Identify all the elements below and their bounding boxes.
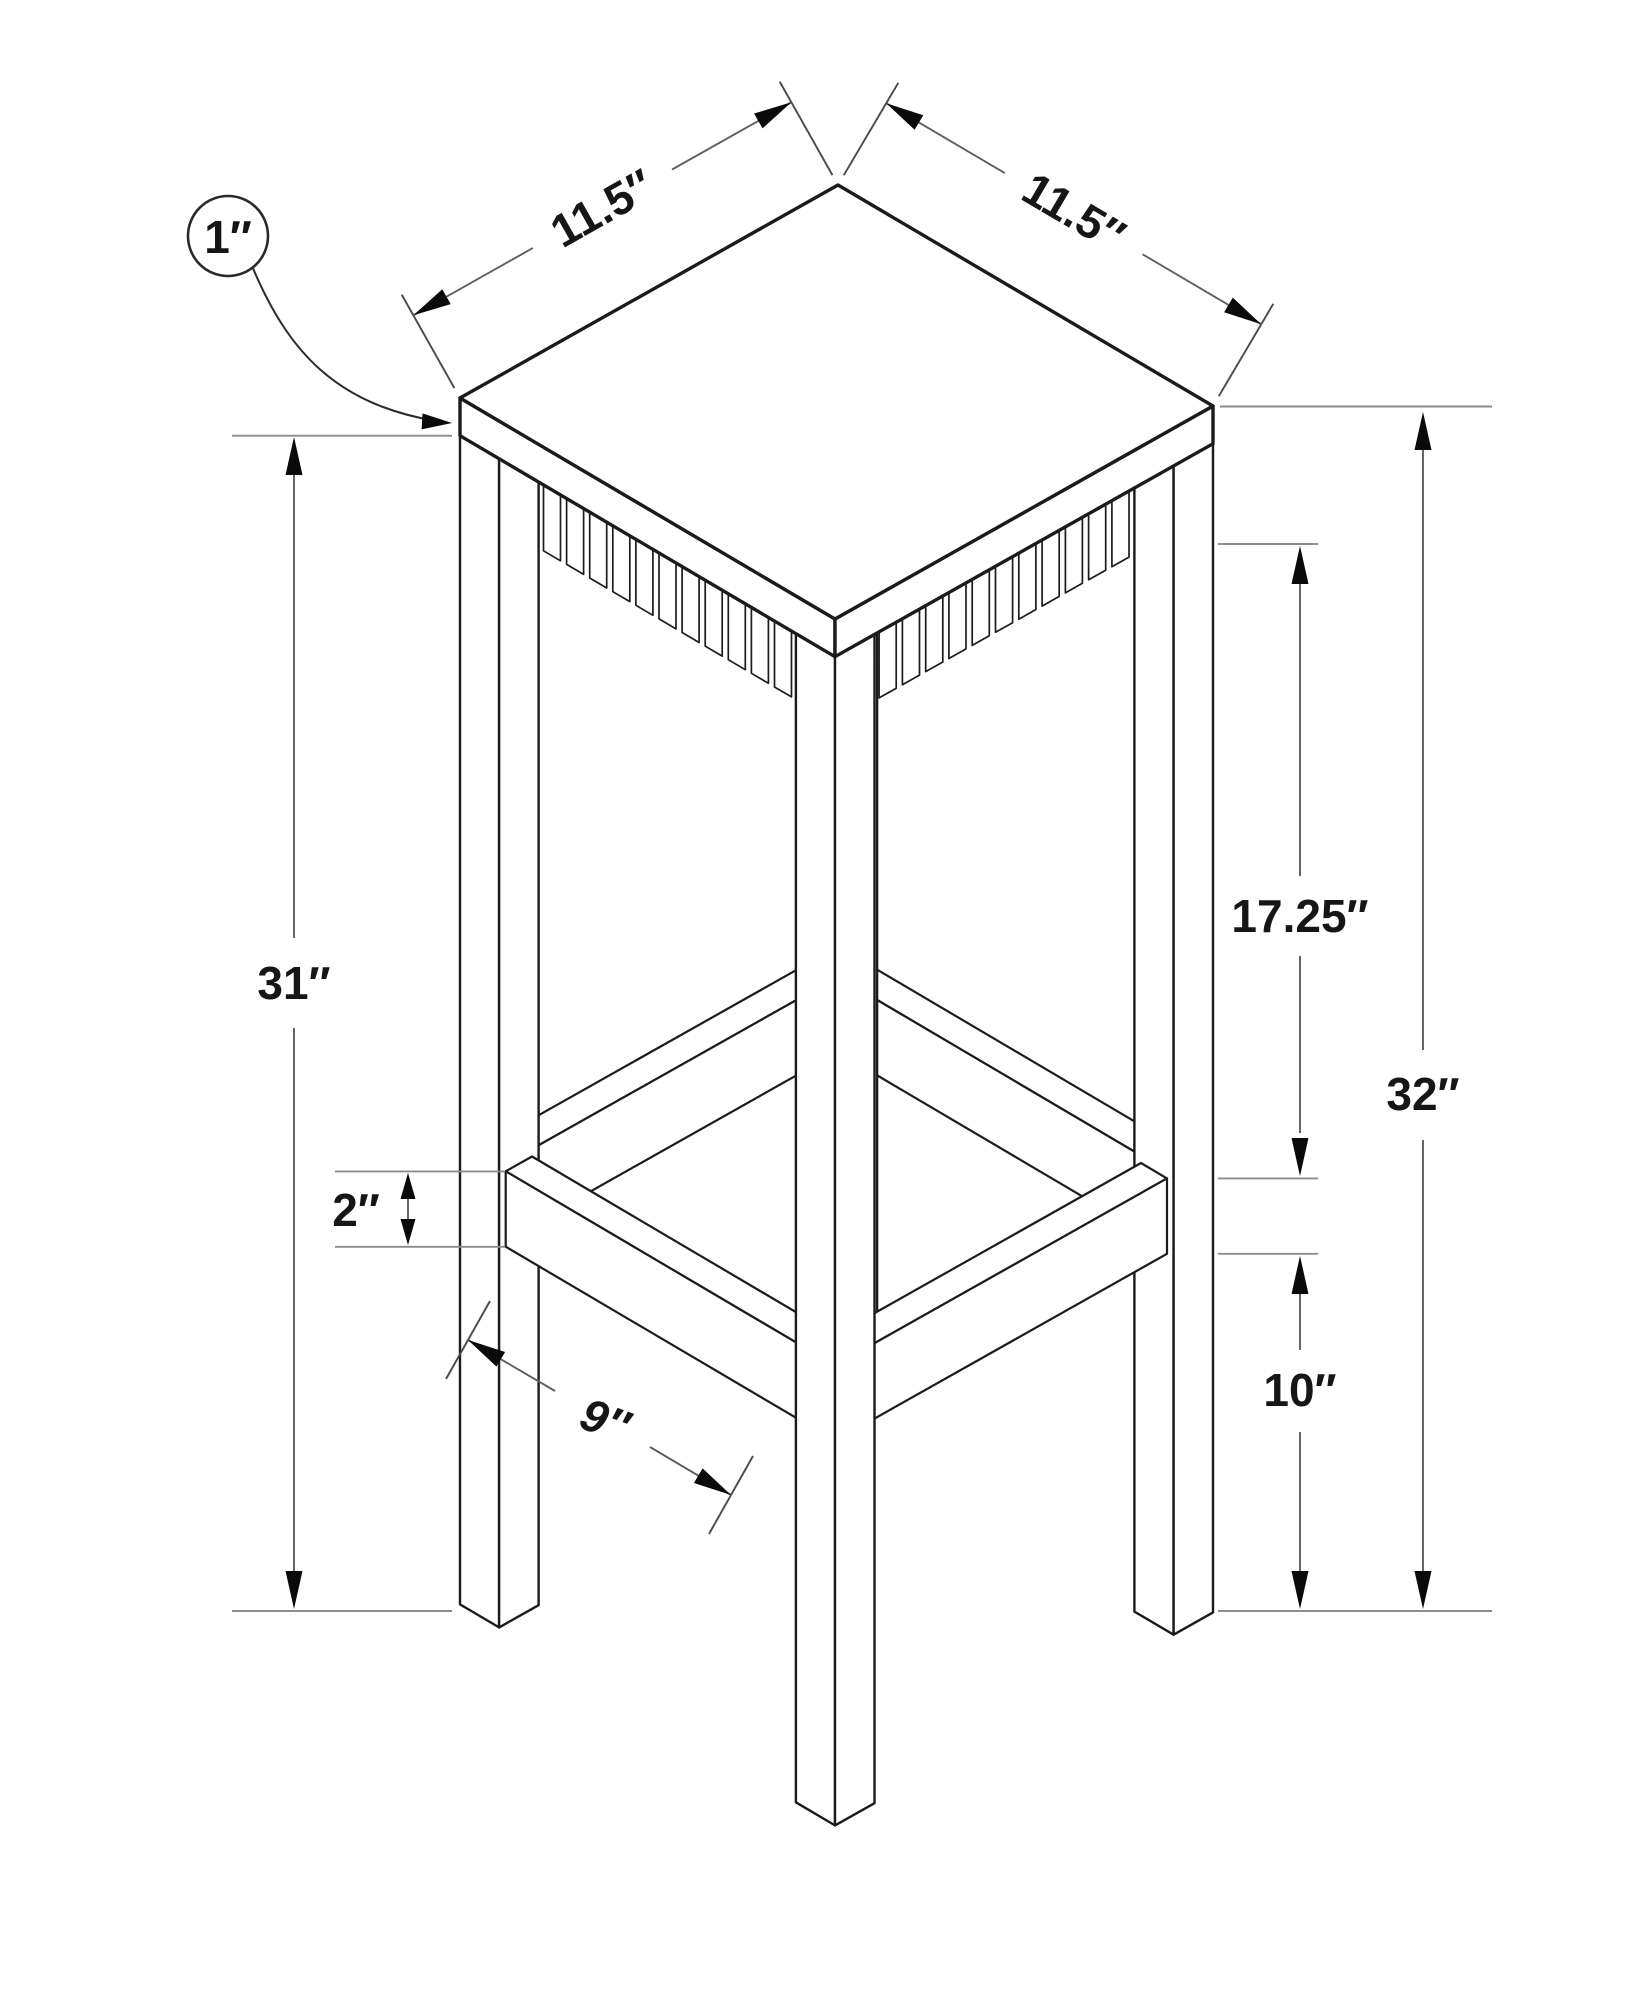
callout-circle xyxy=(186,194,270,278)
dim-1725: 17.25″ xyxy=(1218,543,1369,1180)
side-legs xyxy=(458,434,1215,1636)
dim-31-label: 31″ xyxy=(257,957,330,1009)
dim-32: 32″ xyxy=(1218,405,1492,1612)
dim-31: 31″ xyxy=(232,434,452,1612)
arrowhead xyxy=(1414,1571,1432,1609)
dim-top-right-label: 11.5″ xyxy=(1014,162,1134,262)
arrowhead xyxy=(1291,546,1309,584)
arrowhead xyxy=(413,289,451,316)
front-leg-face-right xyxy=(833,633,876,1827)
left-leg-face-inner xyxy=(497,435,540,1629)
stool-drawing xyxy=(458,183,1215,1827)
arrowhead xyxy=(1414,412,1432,450)
dim-2: 2″ xyxy=(332,1170,505,1248)
arrowhead xyxy=(468,1340,506,1367)
dim-10-label: 10″ xyxy=(1263,1364,1336,1416)
dim-10: 10″ xyxy=(1218,1252,1337,1609)
front-leg xyxy=(794,632,876,1827)
stretcher-far-rails xyxy=(504,964,1169,1232)
right-leg-face-outer xyxy=(1172,442,1215,1636)
extension-line xyxy=(778,81,834,176)
dim-1725-label: 17.25″ xyxy=(1231,890,1368,942)
extension-line xyxy=(400,294,456,389)
dim-32-label: 32″ xyxy=(1386,1068,1459,1120)
arrowhead xyxy=(285,1571,303,1609)
leader-curve xyxy=(251,265,437,422)
arrowhead xyxy=(400,1219,416,1245)
arrowhead xyxy=(400,1173,416,1199)
arrowhead xyxy=(1291,1138,1309,1176)
arrowhead xyxy=(886,103,924,130)
left-leg-face-outer xyxy=(458,434,501,1629)
arrowhead xyxy=(754,102,792,129)
arrowhead xyxy=(1224,297,1262,325)
arrowhead xyxy=(693,1468,731,1495)
tabletop-surface xyxy=(458,183,1215,621)
dim-thickness-label: 1″ xyxy=(204,211,252,263)
tabletop xyxy=(458,183,1215,659)
arrowhead xyxy=(1291,1256,1309,1294)
stretcher-near-rails xyxy=(504,1155,1169,1424)
dim-thickness: 1″ xyxy=(186,194,452,430)
arrowhead xyxy=(421,413,452,430)
dim-9-label: 9″ xyxy=(574,1387,638,1453)
extension-line xyxy=(842,82,900,176)
front-leg-face-left xyxy=(794,632,837,1827)
arrowhead xyxy=(285,437,303,475)
arrowhead xyxy=(1291,1571,1309,1609)
dim-2-label: 2″ xyxy=(332,1184,380,1236)
right-leg-face-inner xyxy=(1133,441,1175,1636)
dim-top-left-label: 11.5″ xyxy=(542,159,663,258)
extension-line xyxy=(1217,303,1275,397)
